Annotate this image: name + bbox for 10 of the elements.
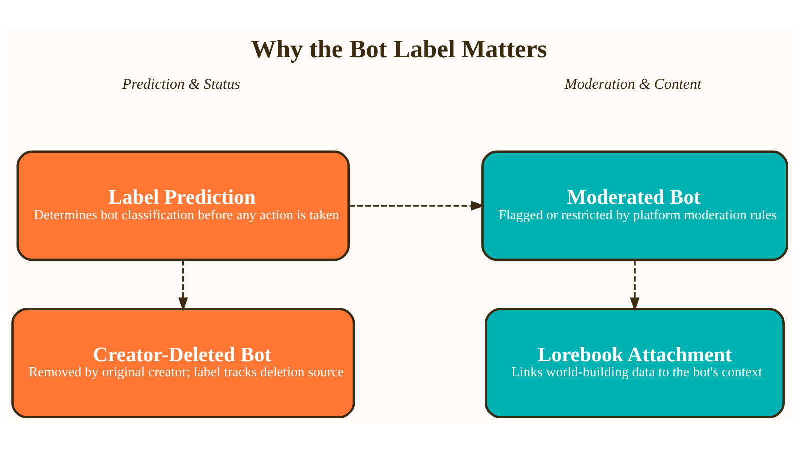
- arrow: [178, 260, 188, 312]
- node-box: Lorebook Attachment Links world-building data to the bot's context: [485, 308, 785, 418]
- node-box: Creator-Deleted Bot Removed by original creator; label tracks deletion source: [12, 308, 356, 418]
- arrow: [630, 260, 640, 312]
- node-box: Label Prediction Determines bot classification before any action is taken: [16, 150, 350, 261]
- label: Moderation & Content: [564, 76, 702, 93]
- label: Prediction & Status: [122, 76, 240, 93]
- arrow: [349, 200, 486, 210]
- node-box: Moderated Bot Flagged or restricted by platform moderation rules: [482, 150, 788, 261]
- diagram-title: Why the Bot Label Matters: [251, 34, 548, 63]
